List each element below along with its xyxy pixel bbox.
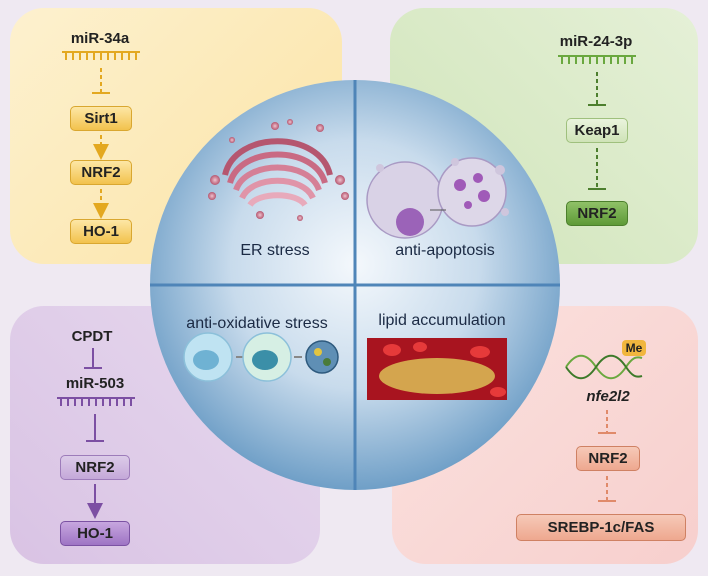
cpdt-label: CPDT: [71, 328, 113, 345]
nrf2-box-tl: NRF2: [70, 160, 132, 185]
label-anti-apoptosis: anti-apoptosis: [395, 242, 495, 259]
mirna-label-503: miR-503: [65, 375, 125, 392]
mirna-label-34a: miR-34a: [70, 30, 130, 47]
gene-label-nfe2l2: nfe2l2: [586, 388, 630, 405]
nrf2-box-bl: NRF2: [60, 455, 130, 480]
srebp-fas-box: SREBP-1c/FAS: [516, 514, 686, 541]
label-anti-oxidative-stress: anti-oxidative stress: [186, 315, 328, 332]
label-lipid-accumulation: lipid accumulation: [378, 312, 506, 329]
sirt1-box: Sirt1: [70, 106, 132, 131]
mirna-label-24-3p: miR-24-3p: [559, 33, 633, 50]
nrf2-box-tr: NRF2: [566, 201, 628, 226]
keap1-box: Keap1: [566, 118, 628, 143]
label-er-stress: ER stress: [240, 242, 310, 259]
panel-mir24-pathway: [390, 8, 698, 264]
methyl-badge: Me: [622, 340, 646, 356]
ho1-box-bl: HO-1: [60, 521, 130, 546]
nrf2-box-br: NRF2: [576, 446, 640, 471]
panel-mir503-pathway: [10, 306, 320, 564]
ho1-box-tl: HO-1: [70, 219, 132, 244]
